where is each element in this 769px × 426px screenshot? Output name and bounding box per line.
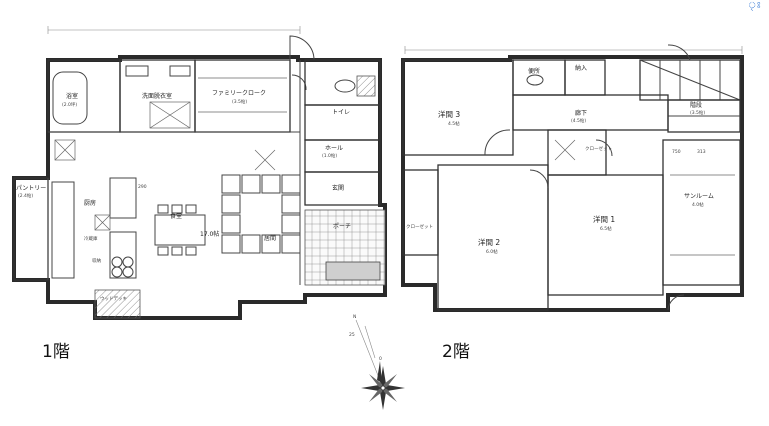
floor1-label: 1階: [42, 342, 70, 362]
sunroom-label: サンルーム: [684, 193, 714, 200]
sunroom-size: 4.0帖: [692, 201, 704, 208]
dining-table: [154, 214, 206, 246]
bath-sub-label: (2.0坪): [62, 101, 77, 108]
wood-deck: [94, 289, 141, 319]
closet-left: [402, 169, 439, 256]
western-room-1-size: 6.5帖: [600, 225, 612, 232]
bathtub: [52, 71, 88, 125]
western-room-1: [547, 174, 664, 296]
toilet-floor2: [512, 59, 566, 96]
dining-label: 食堂: [170, 212, 182, 220]
kitchen-label: 厨房: [84, 199, 96, 207]
toilet-floor2-label: 便所: [528, 67, 540, 75]
compass-angle-b: 0: [379, 356, 382, 362]
storage-floor2-label: 納入: [575, 64, 587, 72]
north-arrow-icon: [377, 361, 382, 383]
wash-room-label: 洗面脱衣室: [142, 92, 172, 100]
compass-north-label: N: [353, 314, 356, 320]
sunroom: [662, 139, 741, 286]
stairs-sub-label: (3.5帖): [690, 109, 705, 116]
western-room-2-label: 洋間 2: [478, 237, 500, 247]
western-room-3: [402, 59, 514, 156]
ldk-size-label: 17.0帖: [200, 230, 219, 238]
floor2-outer-wall: [401, 55, 744, 312]
dimension-750-label: 750: [672, 149, 681, 155]
compass-rose: N 25 0: [349, 314, 405, 410]
pantry-sub-label: (2.4帖): [18, 192, 33, 199]
wood-deck-label: ウッドデッキ: [100, 295, 127, 302]
closet-center-label: クローゼット: [585, 145, 612, 152]
storage-floor1-label: 収納: [92, 257, 101, 264]
hall-sub-label: (1.0帖): [322, 152, 337, 159]
stairs-label: 階段: [690, 101, 702, 109]
dimension-290-label: 290: [138, 184, 147, 190]
compass-angle-a: 25: [349, 332, 355, 338]
hall-label: ホール: [325, 145, 343, 152]
family-closet-label: ファミリークローク: [212, 90, 266, 97]
corner-mark: ৃঃ: [748, 1, 761, 11]
floor1-plan: 浴室 (2.0坪) 洗面脱衣室 ファミリークローク (3.5帖) トイレ ホール…: [12, 26, 387, 362]
family-closet-sub-label: (3.5帖): [232, 98, 247, 105]
dimension-313-label: 313: [697, 149, 706, 155]
closet-left-label: クローゼット: [406, 223, 433, 230]
closet-center: [547, 129, 607, 176]
floor2-plan: 洋間 3 4.5帖 便所 納入 廊下 (4.5帖) 階段 (3.5帖) クローゼ…: [401, 44, 744, 362]
kitchen-counter: [109, 177, 137, 219]
western-room-3-label: 洋間 3: [438, 109, 460, 119]
corridor-sub-label: (4.5帖): [571, 117, 586, 124]
living-furniture: [221, 174, 301, 254]
porch-label: ポーチ: [333, 222, 351, 230]
fridge-label: 冷蔵庫: [84, 235, 98, 242]
entrance-label: 玄関: [332, 184, 344, 192]
bath-label: 浴室: [66, 92, 78, 100]
corridor-label: 廊下: [575, 109, 587, 117]
western-room-2-size: 6.0帖: [486, 248, 498, 255]
western-room-1-label: 洋間 1: [593, 214, 615, 224]
entrance: [304, 171, 381, 206]
compass-star-icon: [361, 366, 405, 410]
toilet-floor1-label: トイレ: [332, 109, 350, 116]
living-label: 居間: [264, 235, 276, 242]
western-room-3-size: 4.5帖: [448, 120, 460, 127]
floor2-label: 2階: [442, 342, 470, 362]
pantry-label: パントリー: [16, 185, 46, 192]
